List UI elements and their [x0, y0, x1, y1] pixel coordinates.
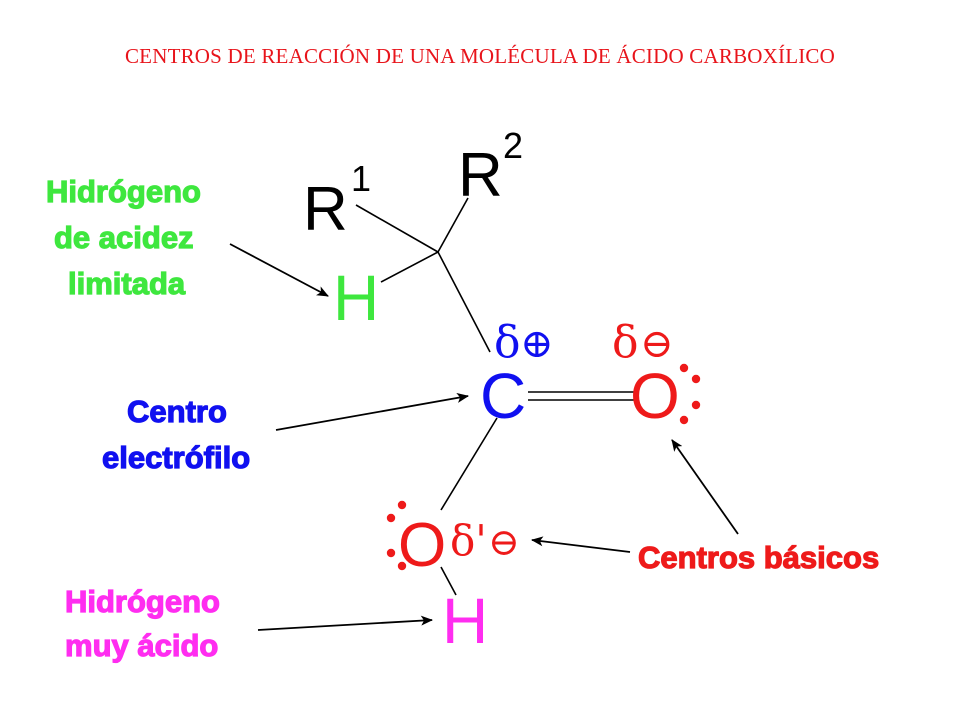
- lone-pair-dot: [386, 548, 396, 558]
- h-alpha-atom: H: [333, 262, 379, 334]
- partial-charges: δ ⊕ δ ⊖ δ' ⊖: [450, 317, 674, 565]
- oxygen-delta: δ: [612, 317, 639, 368]
- carbonyl-oxygen-atom: O: [630, 360, 680, 432]
- arrow-to-carbon: [275, 392, 469, 431]
- carbon-delta: δ: [494, 317, 521, 368]
- page-title: CENTROS DE REACCIÓN DE UNA MOLÉCULA DE Á…: [124, 44, 836, 68]
- bond-h-c: [380, 251, 439, 283]
- r1-atom: R: [303, 175, 348, 244]
- r2-atom: R: [458, 141, 503, 210]
- label-line: Centro: [127, 394, 227, 429]
- lone-pair-dot: [691, 374, 701, 384]
- label-line: Hidrógeno: [65, 584, 220, 619]
- r2-superscript: 2: [503, 125, 523, 166]
- arrow-to-hydroxyl-oxygen: [531, 536, 631, 553]
- bond-c-calpha: [437, 251, 491, 353]
- label-line: Centros básicos: [638, 540, 879, 575]
- label-centros-basicos: Centros básicos: [637, 539, 879, 575]
- bond-r1-c: [355, 204, 439, 253]
- lone-pairs-carbonyl-oxygen: [679, 363, 701, 425]
- atoms: R 1 R 2 H C O O H: [303, 125, 680, 657]
- label-electrofilo: Centro electrófilo: [101, 393, 250, 475]
- bond-r2-c: [437, 197, 469, 253]
- bond-c-oh: [440, 417, 498, 511]
- label-line: Hidrógeno: [46, 174, 201, 209]
- arrows: [229, 243, 739, 631]
- label-acidez-limitada: Hidrógeno de acidez limitada: [45, 173, 201, 301]
- lone-pairs-hydroxyl-oxygen: [386, 500, 407, 571]
- bonds: [355, 197, 634, 596]
- acid-h-atom: H: [442, 585, 488, 657]
- hydroxyl-oxygen-atom: O: [398, 511, 446, 580]
- arrow-to-h-alpha: [229, 243, 329, 297]
- lone-pair-dot: [397, 561, 407, 571]
- lone-pair-dot: [679, 415, 689, 425]
- label-line: muy ácido: [65, 628, 218, 663]
- lone-pair-dot: [386, 513, 396, 523]
- lone-pair-dot: [691, 400, 701, 410]
- lone-pair-dot: [397, 500, 407, 510]
- carbon-atom: C: [480, 360, 526, 432]
- bond-o-h: [440, 566, 457, 596]
- hydroxyl-delta: δ': [450, 516, 487, 565]
- r1-superscript: 1: [351, 158, 371, 199]
- oxygen-minus-sign: ⊖: [640, 321, 674, 367]
- label-line: de acidez: [54, 220, 194, 255]
- carbon-plus-sign: ⊕: [520, 321, 554, 367]
- label-muy-acido: Hidrógeno muy ácido: [64, 583, 220, 663]
- label-line: limitada: [68, 266, 186, 301]
- hydroxyl-minus-sign: ⊖: [488, 520, 520, 564]
- lone-pair-dot: [679, 363, 689, 373]
- arrow-to-carbonyl-oxygen: [671, 439, 739, 535]
- arrow-to-acid-h: [257, 615, 433, 631]
- label-line: electrófilo: [102, 440, 250, 475]
